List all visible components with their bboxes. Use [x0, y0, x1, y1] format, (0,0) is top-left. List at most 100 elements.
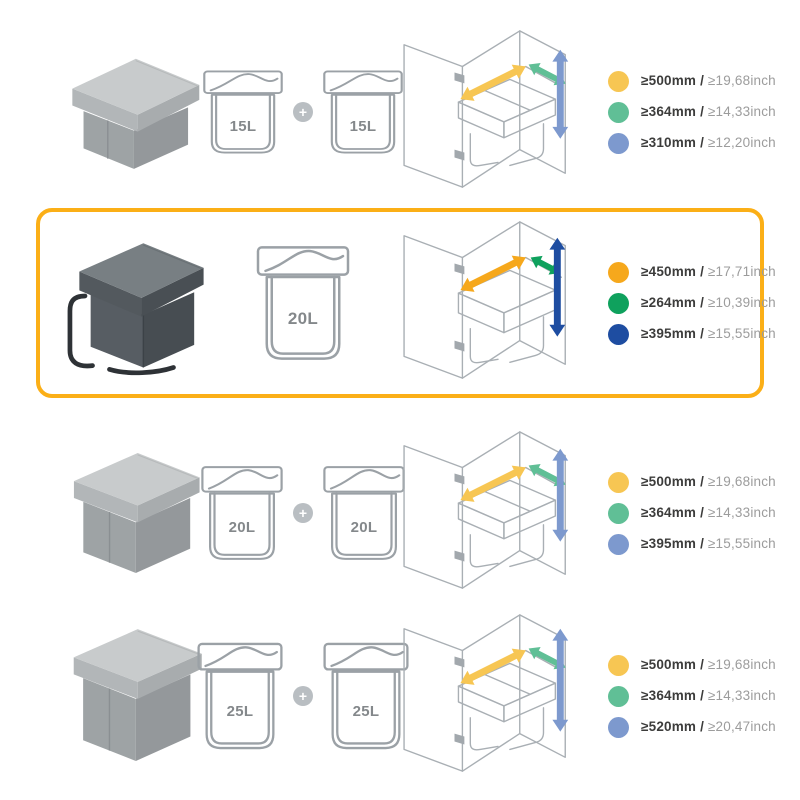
measurement-dot: [608, 70, 629, 92]
bucket-capacity-label: 15L: [349, 117, 377, 135]
measurement-dot: [608, 716, 629, 738]
measurement-mm: ≥450mm: [641, 264, 697, 279]
bucket-outline: 20L: [198, 461, 286, 565]
measurement-mm: ≥364mm: [641, 104, 697, 119]
measurement-inch: ≥10,39inch: [707, 295, 776, 310]
bucket-outline: 25L: [194, 637, 286, 755]
bucket-outline-icon: [203, 70, 283, 154]
hinge-icon: [454, 72, 465, 84]
bucket-capacity-label: 25L: [352, 703, 380, 721]
cabinet-diagram-icon: [403, 221, 566, 379]
width-arrow-icon: [460, 465, 526, 502]
product-image: [50, 428, 215, 598]
measurement-width: ≥450mm/≥17,71inch: [608, 261, 776, 283]
measurement-dot: [608, 471, 629, 493]
bucket-capacity-label: 20L: [228, 519, 256, 537]
measurement-width: ≥500mm/≥19,68inch: [608, 471, 776, 493]
measurement-inch: ≥19,68inch: [707, 474, 776, 489]
plus-icon: +: [293, 102, 313, 122]
bucket-outline: 20L: [253, 240, 353, 366]
depth-arrow-icon: [530, 255, 561, 275]
measurement-width: ≥500mm/≥19,68inch: [608, 70, 776, 92]
bucket-capacity-label: 20L: [287, 309, 319, 329]
bucket-capacity-label: 20L: [350, 519, 378, 537]
depth-arrow-icon: [528, 463, 566, 487]
measurement-mm: ≥364mm: [641, 688, 697, 703]
depth-arrow-icon: [528, 646, 566, 670]
measurement-mm: ≥500mm: [641, 474, 697, 489]
measurement-inch: ≥19,68inch: [707, 73, 776, 88]
bucket-outline: 20L: [320, 461, 408, 565]
width-arrow-icon: [460, 255, 526, 292]
bucket-outline-icon: [197, 642, 283, 750]
measurement-inch: ≥12,20inch: [707, 135, 776, 150]
bucket-outline-icon: [256, 246, 350, 360]
height-arrow-icon: [552, 628, 569, 732]
cabinet-diagram: [396, 428, 600, 598]
measurement-dot: [608, 261, 629, 283]
height-arrow-icon: [552, 49, 569, 139]
hinge-icon: [454, 733, 465, 745]
bucket-outline: 15L: [320, 66, 406, 158]
measurement-height: ≥310mm/≥12,20inch: [608, 132, 776, 154]
product-row-highlighted: 20L: [0, 208, 800, 398]
bucket-capacity-label: 15L: [229, 117, 257, 135]
measurements-legend: ≥500mm/≥19,68inch ≥364mm/≥14,33inch ≥395…: [608, 428, 798, 598]
product-row: 20L + 20L: [0, 428, 800, 598]
measurement-depth: ≥364mm/≥14,33inch: [608, 685, 776, 707]
bucket-outline: 15L: [200, 66, 286, 158]
measurement-height: ≥395mm/≥15,55inch: [608, 533, 776, 555]
measurement-dot: [608, 132, 629, 154]
bucket-capacity-diagram: 20L + 20L: [201, 428, 405, 598]
bucket-outline-icon: [323, 466, 405, 560]
bucket-capacity-diagram: 25L + 25L: [197, 608, 409, 784]
pullout-bin-photo-icon: [73, 453, 200, 573]
measurement-inch: ≥14,33inch: [707, 104, 776, 119]
measurements-legend: ≥500mm/≥19,68inch ≥364mm/≥14,33inch ≥520…: [608, 608, 798, 784]
measurement-inch: ≥17,71inch: [707, 264, 776, 279]
measurement-width: ≥500mm/≥19,68inch: [608, 654, 776, 676]
measurements-legend: ≥500mm/≥19,68inch ≥364mm/≥14,33inch ≥310…: [608, 28, 798, 196]
bucket-outline-icon: [323, 70, 403, 154]
measurement-mm: ≥310mm: [641, 135, 697, 150]
pullout-bin-photo-icon: [67, 242, 204, 375]
measurement-inch: ≥15,55inch: [707, 536, 776, 551]
product-image: [50, 608, 215, 784]
measurement-inch: ≥20,47inch: [707, 719, 776, 734]
measurement-depth: ≥264mm/≥10,39inch: [608, 292, 776, 314]
cabinet-diagram: [396, 608, 600, 784]
hinge-icon: [454, 656, 465, 668]
hinge-icon: [454, 550, 465, 562]
pullout-bin-photo-icon: [73, 629, 202, 761]
bucket-capacity-diagram: 20L: [212, 208, 394, 398]
cabinet-diagram-icon: [403, 614, 569, 772]
height-arrow-icon: [552, 448, 569, 542]
depth-arrow-icon: [528, 62, 566, 86]
width-arrow-icon: [460, 64, 526, 101]
product-image: [50, 28, 215, 196]
measurement-dot: [608, 685, 629, 707]
cabinet-diagram: [396, 208, 600, 398]
bucket-outline-icon: [201, 466, 283, 560]
measurement-inch: ≥19,68inch: [707, 657, 776, 672]
measurement-inch: ≥14,33inch: [707, 688, 776, 703]
cabinet-diagram-icon: [403, 431, 569, 589]
measurement-inch: ≥14,33inch: [707, 505, 776, 520]
bucket-capacity-diagram: 15L + 15L: [203, 28, 403, 196]
measurement-dot: [608, 502, 629, 524]
measurement-dot: [608, 533, 629, 555]
measurement-dot: [608, 323, 629, 345]
measurement-mm: ≥264mm: [641, 295, 697, 310]
hinge-icon: [454, 340, 465, 352]
width-arrow-icon: [460, 648, 526, 685]
product-row: 25L + 25L: [0, 608, 800, 784]
pullout-bin-photo-icon: [71, 58, 199, 169]
highlight-frame: [36, 208, 764, 398]
hinge-icon: [454, 473, 465, 485]
measurement-mm: ≥364mm: [641, 505, 697, 520]
measurement-dot: [608, 101, 629, 123]
measurement-mm: ≥395mm: [641, 326, 697, 341]
measurement-depth: ≥364mm/≥14,33inch: [608, 502, 776, 524]
bucket-capacity-label: 25L: [226, 703, 254, 721]
